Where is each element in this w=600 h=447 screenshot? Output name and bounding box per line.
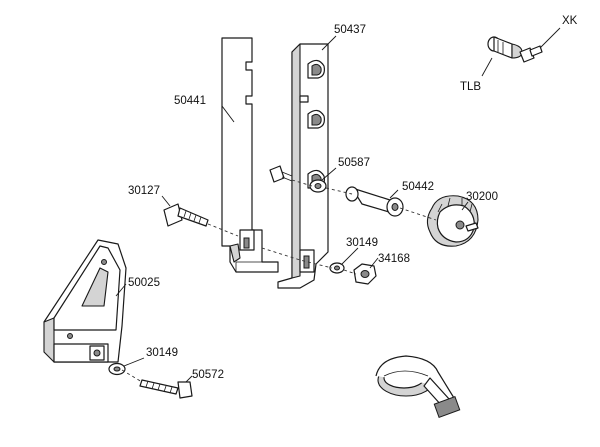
washer-30149-lower xyxy=(108,362,126,376)
small-bolt xyxy=(269,165,293,183)
lock-knob-30200 xyxy=(426,195,479,247)
label-30127: 30127 xyxy=(128,185,160,197)
key-xk xyxy=(519,45,543,63)
label-50587: 50587 xyxy=(338,157,370,169)
bolt-30127 xyxy=(163,203,209,227)
label-34168: 34168 xyxy=(378,253,410,265)
spacer-50442 xyxy=(345,186,404,217)
nut-34168 xyxy=(353,263,377,285)
label-30149-lower: 30149 xyxy=(146,347,178,359)
assembly-lines xyxy=(121,179,437,383)
part-labels: 50437 50441 30127 50587 50442 30200 3014… xyxy=(128,15,578,381)
washer-30149-middle xyxy=(329,262,345,274)
lock-cylinder-tlb xyxy=(487,36,523,59)
label-xk: XK xyxy=(562,15,578,27)
label-50442: 50442 xyxy=(402,181,434,193)
label-50572: 50572 xyxy=(192,369,224,381)
slotted-bracket-50437 xyxy=(277,43,329,289)
leader-lines xyxy=(115,27,561,383)
label-50437: 50437 xyxy=(334,24,366,36)
label-30200: 30200 xyxy=(466,191,498,203)
label-30149-middle: 30149 xyxy=(346,237,378,249)
strap xyxy=(375,355,461,418)
label-50441: 50441 xyxy=(174,95,206,107)
washer-50587 xyxy=(309,179,327,193)
label-tlb: TLB xyxy=(460,81,481,93)
foot-block-50025 xyxy=(43,239,127,363)
bracket-plate-50441 xyxy=(221,37,279,273)
label-50025: 50025 xyxy=(128,277,160,289)
screw-50572 xyxy=(139,379,193,399)
